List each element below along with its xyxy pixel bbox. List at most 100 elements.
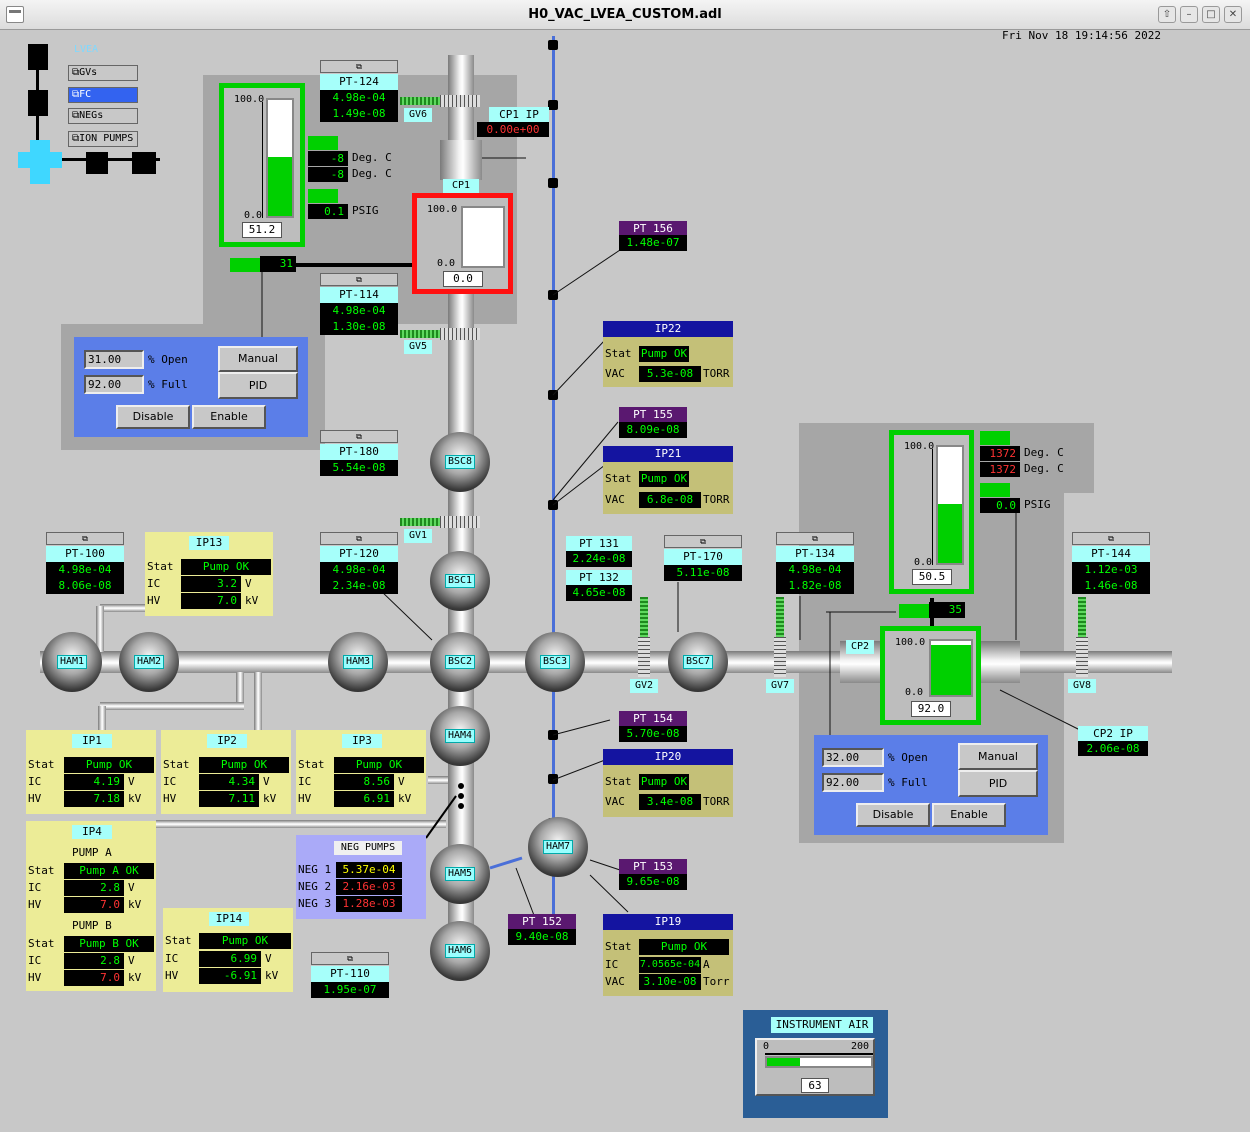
nitrogen-line [552,36,555,916]
pt100-related-button[interactable]: ⧉ [46,532,124,545]
cp2-small-fill [931,645,971,695]
cp2-open-input[interactable]: 32.00 [822,748,884,767]
ip14-ic-label: IC [165,952,179,965]
ip22-vac-value: 5.3e-08 [639,366,701,382]
cp1-manual-button[interactable]: Manual [218,346,298,372]
cp1-temp2-value: -8 [308,167,348,182]
ham3-chamber[interactable]: HAM3 [322,632,394,692]
ham6-chamber[interactable]: HAM6 [424,921,496,981]
ip14-panel: IP14 Stat Pump OK IC 6.99 V HV -6.91 kV [163,908,293,992]
ham4-chamber[interactable]: HAM4 [424,706,496,766]
bsc3-chamber[interactable]: BSC3 [525,632,585,692]
gv5-valve[interactable] [440,328,480,340]
gv6-valve[interactable] [440,95,480,107]
gv2-indicator [640,597,648,637]
pt114-related-button[interactable]: ⧉ [320,273,398,286]
ip21-vac-unit: TORR [703,493,730,506]
ip3-hv-unit: kV [398,792,412,805]
cp1-alarm-min: 0.0 [437,258,456,269]
cp1-pressure-value: 0.1 [308,204,348,219]
ip3-pipe [428,776,448,784]
ip19-stat-label: Stat [605,940,632,953]
ip19-vac-label: VAC [605,975,625,988]
cp1-enable-button[interactable]: Enable [192,405,266,429]
cp2-gauge-max: 100.0 [904,441,935,452]
cp1-label: CP1 [443,179,479,193]
window-shade-button[interactable]: ⇧ [1158,6,1176,23]
ip21-panel: Stat Pump OK VAC 6.8e-08 TORR [603,462,733,514]
nav-negs-button[interactable]: ⧉NEGs [68,108,138,124]
pt170-related-button[interactable]: ⧉ [664,535,742,548]
pt120-related-button[interactable]: ⧉ [320,532,398,545]
cp1-valve-status [230,258,260,272]
cp2-manual-button[interactable]: Manual [958,743,1038,770]
ip19-ic-unit: A [703,958,710,971]
pt120-value2: 2.34e-08 [320,578,398,594]
ip2-hv-label: HV [163,792,177,805]
gv7-valve[interactable] [774,637,786,677]
pt144-value2: 1.46e-08 [1072,578,1150,594]
ip2-hv-unit: kV [263,792,277,805]
pt100-value2: 8.06e-08 [46,578,124,594]
pt180-related-button[interactable]: ⧉ [320,430,398,443]
ip13-title: IP13 [189,536,229,550]
cp1-disable-button[interactable]: Disable [116,405,190,429]
gv5-indicator [400,330,440,338]
ip2-panel: IP2 Stat Pump OK IC 4.34 V HV 7.11 kV [161,730,291,814]
cp1-temp1-unit: Deg. C [352,151,392,164]
cp1-open-input[interactable]: 31.00 [84,350,144,369]
ham7-chamber[interactable]: HAM7 [522,817,594,877]
cp2-pressure-value: 0.0 [980,498,1020,513]
gv8-valve[interactable] [1076,637,1088,677]
gv6-indicator [400,97,440,105]
ip13-hv-value: 7.0 [181,593,241,609]
window-minimize-button[interactable]: – [1180,6,1198,23]
nav-gvs-button[interactable]: ⧉GVs [68,65,138,81]
instrument-air-panel: INSTRUMENT AIR 0 200 63 [743,1010,888,1118]
ham1-chamber[interactable]: HAM1 [36,632,108,692]
window-close-button[interactable]: ✕ [1224,6,1242,23]
cp1-cryopump-body [440,140,482,180]
pt132-label: PT 132 [566,570,632,586]
pt144-related-button[interactable]: ⧉ [1072,532,1150,545]
ip1-pipe-v [236,672,244,706]
window-maximize-button[interactable]: □ [1202,6,1220,23]
pt134-related-button[interactable]: ⧉ [776,532,854,545]
bsc1-chamber[interactable]: BSC1 [430,551,490,611]
ham2-chamber[interactable]: HAM2 [113,632,185,692]
ip3-panel: IP3 Stat Pump OK IC 8.56 V HV 6.91 kV [296,730,426,814]
cp2-pid-button[interactable]: PID [958,770,1038,797]
cp2-disable-button[interactable]: Disable [856,803,930,827]
cp2-gauge-fill [938,504,962,563]
cp1-full-input[interactable]: 92.00 [84,375,144,394]
pt124-related-button[interactable]: ⧉ [320,60,398,73]
pt114-value2: 1.30e-08 [320,319,398,335]
nav-fc-button[interactable]: ⧉FC [68,87,138,103]
bsc2-chamber[interactable]: BSC2 [430,632,490,692]
window-menu-icon[interactable] [6,6,24,23]
ip4-stat-b-label: Stat [28,937,55,950]
ip4-ic-a-value: 2.8 [64,880,124,896]
pt154-value: 5.70e-08 [619,726,687,742]
bsc8-chamber[interactable]: BSC8 [430,432,490,492]
cp1-pid-button[interactable]: PID [218,372,298,399]
ip14-hv-label: HV [165,969,179,982]
ip1-stat-label: Stat [28,758,55,771]
bsc7-chamber[interactable]: BSC7 [668,632,728,692]
nav-title: LVEA [74,44,99,55]
gv1-valve[interactable] [440,516,480,528]
ip2-stat-value: Pump OK [199,757,289,773]
ham5-chamber[interactable]: HAM5 [424,844,496,904]
neg2-value: 2.16e-03 [336,879,402,895]
datetime-display: Fri Nov 18 19:14:56 2022 [1002,29,1161,42]
ip13-hv-unit: kV [245,594,259,607]
cp2-enable-button[interactable]: Enable [932,803,1006,827]
pt110-related-button[interactable]: ⧉ [311,952,389,965]
ip14-stat-label: Stat [165,934,192,947]
cp2-full-input[interactable]: 92.00 [822,773,884,792]
ip19-ic-value: 7.0565e-04 [639,957,701,973]
ip13-ic-label: IC [147,577,161,590]
gv2-valve[interactable] [638,637,650,677]
ham1-label: HAM1 [57,655,87,669]
nav-ion-pumps-button[interactable]: ⧉ION PUMPS [68,131,138,147]
